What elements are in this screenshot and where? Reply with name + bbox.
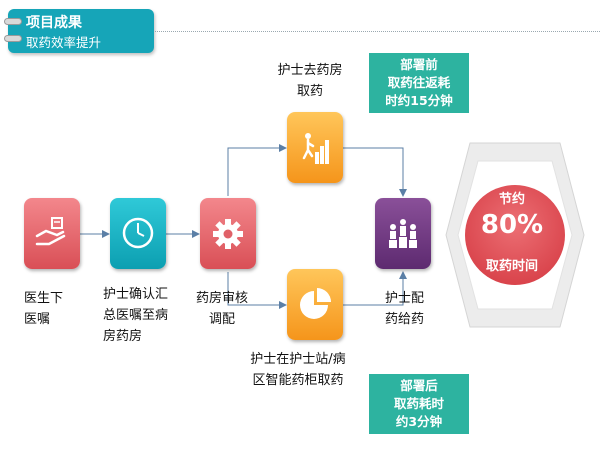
step-smart-cabinet	[287, 269, 343, 340]
pie-chart-icon	[300, 288, 331, 319]
savings-badge	[445, 142, 585, 328]
label-doctor-order: 医生下 医嘱	[24, 291, 64, 327]
badge-line-1: 节约	[498, 192, 525, 207]
header-divider	[155, 31, 600, 32]
step-nurse-confirm	[110, 198, 166, 269]
badge-line-2: 取药时间	[485, 259, 538, 274]
section-title: 项目成果	[26, 15, 82, 31]
arrow-pharmacy-to-cabinet	[227, 272, 287, 309]
person-climbing-stairs-icon	[302, 133, 329, 164]
binder-ring	[4, 35, 22, 42]
badge-value: 80%	[480, 210, 544, 240]
hand-document-icon	[35, 217, 66, 246]
step-nurse-dispense	[375, 198, 431, 269]
note-after-deployment: 部署后 取药耗时 约3分钟	[369, 374, 469, 434]
label-pharmacy-review: 药房审核 调配	[196, 291, 249, 327]
podium-people-icon	[389, 219, 417, 248]
arrow-nurse-go-to-dispense	[343, 147, 407, 197]
step-nurse-go-pharmacy	[287, 112, 343, 183]
arrow-pharmacy-to-nurse-go	[227, 144, 287, 196]
label-nurse-dispense: 护士配 药给药	[385, 291, 425, 327]
arrow-cabinet-to-dispense	[343, 271, 407, 306]
label-nurse-go-pharmacy: 护士去药房 取药	[277, 63, 343, 99]
section-subtitle: 取药效率提升	[26, 35, 102, 50]
label-smart-cabinet: 护士在护士站/病 区智能药柜取药	[250, 352, 346, 388]
clock-icon	[122, 217, 154, 249]
binder-ring	[4, 18, 22, 25]
section-header-tag: 项目成果 取药效率提升	[4, 9, 154, 53]
step-doctor-order	[24, 198, 80, 269]
gear-icon	[213, 219, 243, 249]
label-nurse-confirm: 护士确认汇 总医嘱至病 房药房	[103, 287, 169, 344]
note-before-deployment: 部署前 取药往返耗 时约15分钟	[369, 53, 469, 113]
step-pharmacy-review	[200, 198, 256, 269]
